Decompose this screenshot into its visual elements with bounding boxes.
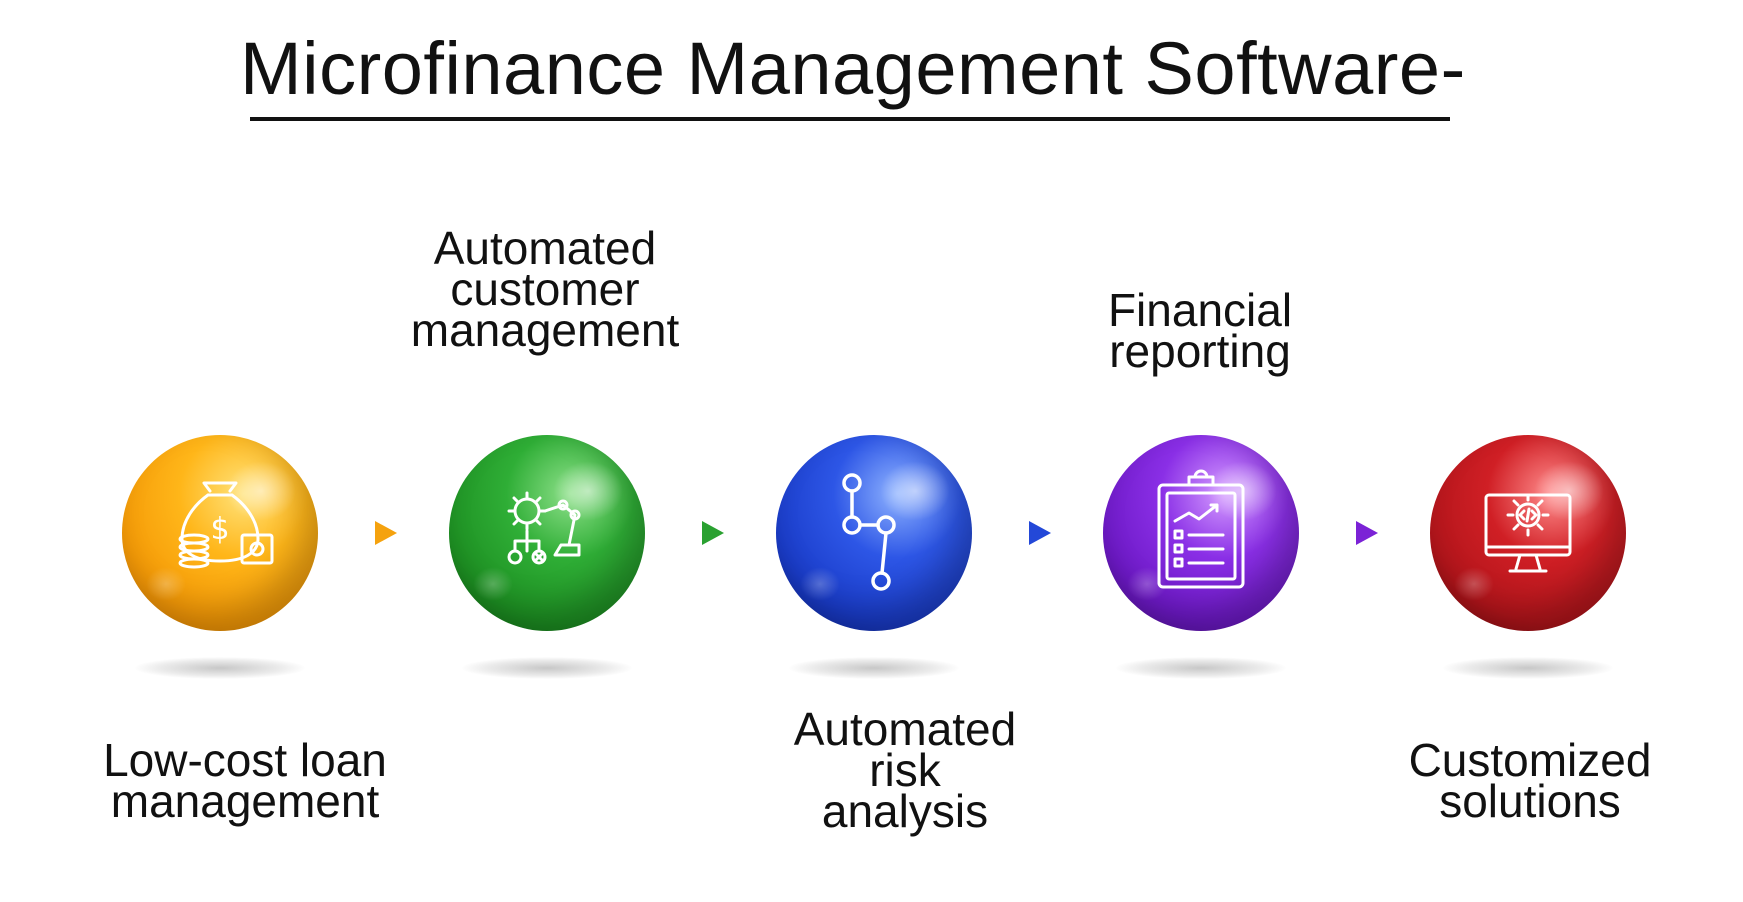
step-5-ball: [1430, 435, 1626, 631]
step-3-label: Automated risk analysis: [793, 703, 1017, 837]
step-2-shadow: [462, 657, 632, 679]
arrow-1-2: [375, 521, 397, 545]
step-4-shadow: [1116, 657, 1286, 679]
page-title: Microfinance Management Software-: [240, 27, 1466, 110]
node-path-icon: [842, 473, 896, 591]
step-1-ball: $: [122, 435, 318, 631]
svg-text:$: $: [210, 512, 229, 547]
step-4-ball: [1103, 435, 1299, 631]
step-1-label: Low-cost loan management: [103, 734, 387, 827]
arrow-3-4: [1029, 521, 1051, 545]
arrow-4-5: [1356, 521, 1378, 545]
robotic-arm-icon: [507, 491, 581, 565]
step-3-ball: [776, 435, 972, 631]
step-2-label: Automated customer management: [410, 222, 680, 356]
step-5-label: Customized solutions: [1408, 734, 1652, 827]
title-underline: [250, 117, 1450, 121]
step-5-shadow: [1443, 657, 1613, 679]
step-2-ball: [449, 435, 645, 631]
clipboard-report-icon: [1157, 469, 1245, 589]
step-4-label: Financial reporting: [1107, 284, 1293, 377]
arrow-2-3: [702, 521, 724, 545]
monitor-gear-icon: [1484, 493, 1572, 573]
money-bag-icon: $: [178, 481, 274, 569]
step-3-shadow: [789, 657, 959, 679]
step-1-shadow: [135, 657, 305, 679]
